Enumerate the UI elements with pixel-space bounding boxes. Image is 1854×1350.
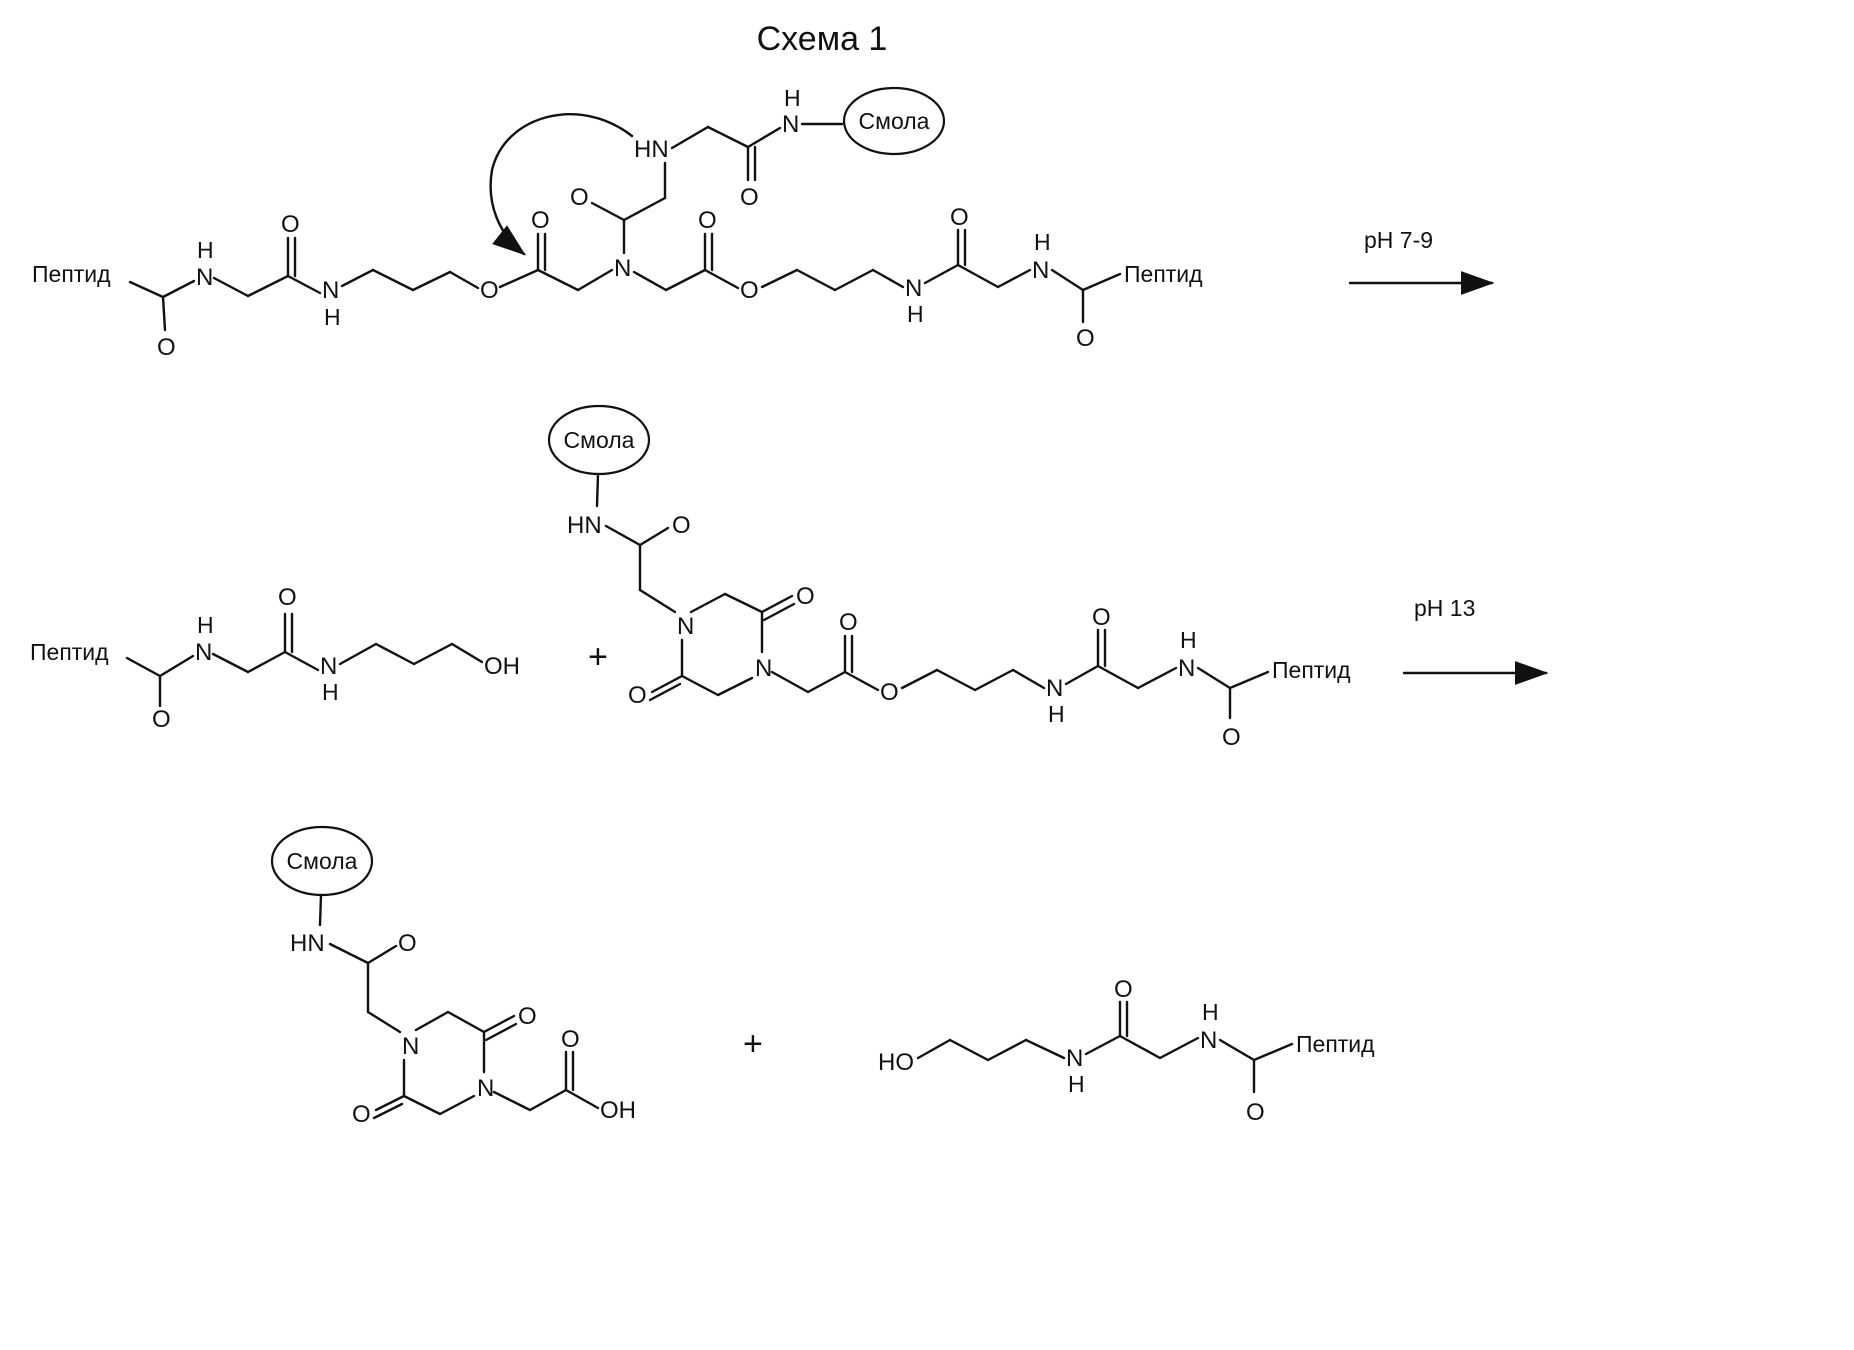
amide-n-2: N <box>322 277 339 304</box>
product-resin-dkp-ester: Смола HN O N O N O O O N H <box>549 406 1351 751</box>
carbonyl-o-8: O <box>1076 325 1095 352</box>
hn-group-3: HN <box>290 930 325 957</box>
step1-condition: pH 7-9 <box>1364 227 1433 253</box>
carbonyl-o-4: O <box>570 184 589 211</box>
ring-n-1: N <box>677 613 694 640</box>
amide-h-1: H <box>197 237 214 263</box>
resin-label-3: Смола <box>287 848 358 874</box>
product-resin-dkp-acid: Смола HN O N O N O O OH <box>272 827 636 1128</box>
carbonyl-o-5: O <box>740 184 759 211</box>
carbonyl-o-7: O <box>950 204 969 231</box>
plus-sign-1: + <box>588 638 608 676</box>
scheme-title: Схема 1 <box>757 20 888 58</box>
peptide-label-2a: Пептид <box>30 639 109 665</box>
carbonyl-o-12: O <box>796 583 815 610</box>
ester-o-2: O <box>740 277 759 304</box>
hydroxyl-1: OH <box>484 653 520 680</box>
amide-n-9: N <box>1178 655 1195 682</box>
plus-sign-2: + <box>743 1025 763 1063</box>
peptide-label-right: Пептид <box>1124 261 1203 287</box>
amide-n-10: N <box>1066 1045 1083 1072</box>
ring-n-3: N <box>402 1033 419 1060</box>
product-hydroxypropyl-peptide: HO N H O N H O Пептид <box>878 976 1375 1126</box>
peptide-label-left: Пептид <box>32 261 111 287</box>
carbonyl-o-17: O <box>398 930 417 957</box>
hydroxyl-2: OH <box>600 1097 636 1124</box>
ring-n-4: N <box>477 1075 494 1102</box>
amide-n-8: N <box>1046 675 1063 702</box>
amide-h-8: H <box>1048 701 1065 727</box>
tertiary-n: N <box>614 255 631 282</box>
carbonyl-o-20: O <box>561 1026 580 1053</box>
carbonyl-o-6: O <box>698 207 717 234</box>
carbonyl-o-9: O <box>152 706 171 733</box>
carbonyl-o-21: O <box>1114 976 1133 1003</box>
carbonyl-o-1: O <box>157 334 176 361</box>
carbonyl-o-11: O <box>672 512 691 539</box>
amide-h-11: H <box>1202 999 1219 1025</box>
carbonyl-o-2: O <box>281 211 300 238</box>
starting-material: Пептид O N H O N H O O N O HN <box>32 85 1203 361</box>
reaction-scheme: Схема 1 Пептид O N H O N H O O N O <box>0 0 1563 1132</box>
amide-h-4: H <box>907 301 924 327</box>
carbonyl-o-10: O <box>278 584 297 611</box>
amide-h-6: H <box>197 612 214 638</box>
amide-n-3: N <box>782 111 799 138</box>
ring-n-2: N <box>755 655 772 682</box>
step2-condition: pH 13 <box>1414 595 1475 621</box>
carbonyl-o-3: O <box>531 207 550 234</box>
resin-label-2: Смола <box>564 427 635 453</box>
amide-n-4: N <box>905 275 922 302</box>
carbonyl-o-15: O <box>1092 604 1111 631</box>
amide-h-3: H <box>784 85 801 111</box>
hn-group-2: HN <box>567 512 602 539</box>
carbonyl-o-16: O <box>1222 724 1241 751</box>
product-peptide-propanol: Пептид O N H O N H OH <box>30 584 520 733</box>
amide-h-5: H <box>1034 229 1051 255</box>
carbonyl-o-18: O <box>518 1003 537 1030</box>
ester-o-1: O <box>480 277 499 304</box>
carbonyl-o-13: O <box>628 682 647 709</box>
nucleophilic-attack-arrow <box>491 114 632 254</box>
amide-h-2: H <box>324 304 341 330</box>
carbonyl-o-19: O <box>352 1101 371 1128</box>
resin-label-1: Смола <box>859 108 930 134</box>
amide-n-1: N <box>196 264 213 291</box>
amide-h-10: H <box>1068 1071 1085 1097</box>
hydroxyl-3: HO <box>878 1049 914 1076</box>
amide-h-9: H <box>1180 627 1197 653</box>
amide-n-6: N <box>195 639 212 666</box>
amide-h-7: H <box>322 679 339 705</box>
carbonyl-o-14: O <box>839 609 858 636</box>
peptide-label-2b: Пептид <box>1272 657 1351 683</box>
amide-n-5: N <box>1032 257 1049 284</box>
peptide-label-3: Пептид <box>1296 1031 1375 1057</box>
amide-n-11: N <box>1200 1027 1217 1054</box>
hn-group-1: HN <box>634 136 669 163</box>
carbonyl-o-22: O <box>1246 1099 1265 1126</box>
amide-n-7: N <box>320 653 337 680</box>
ester-o-3: O <box>880 679 899 706</box>
